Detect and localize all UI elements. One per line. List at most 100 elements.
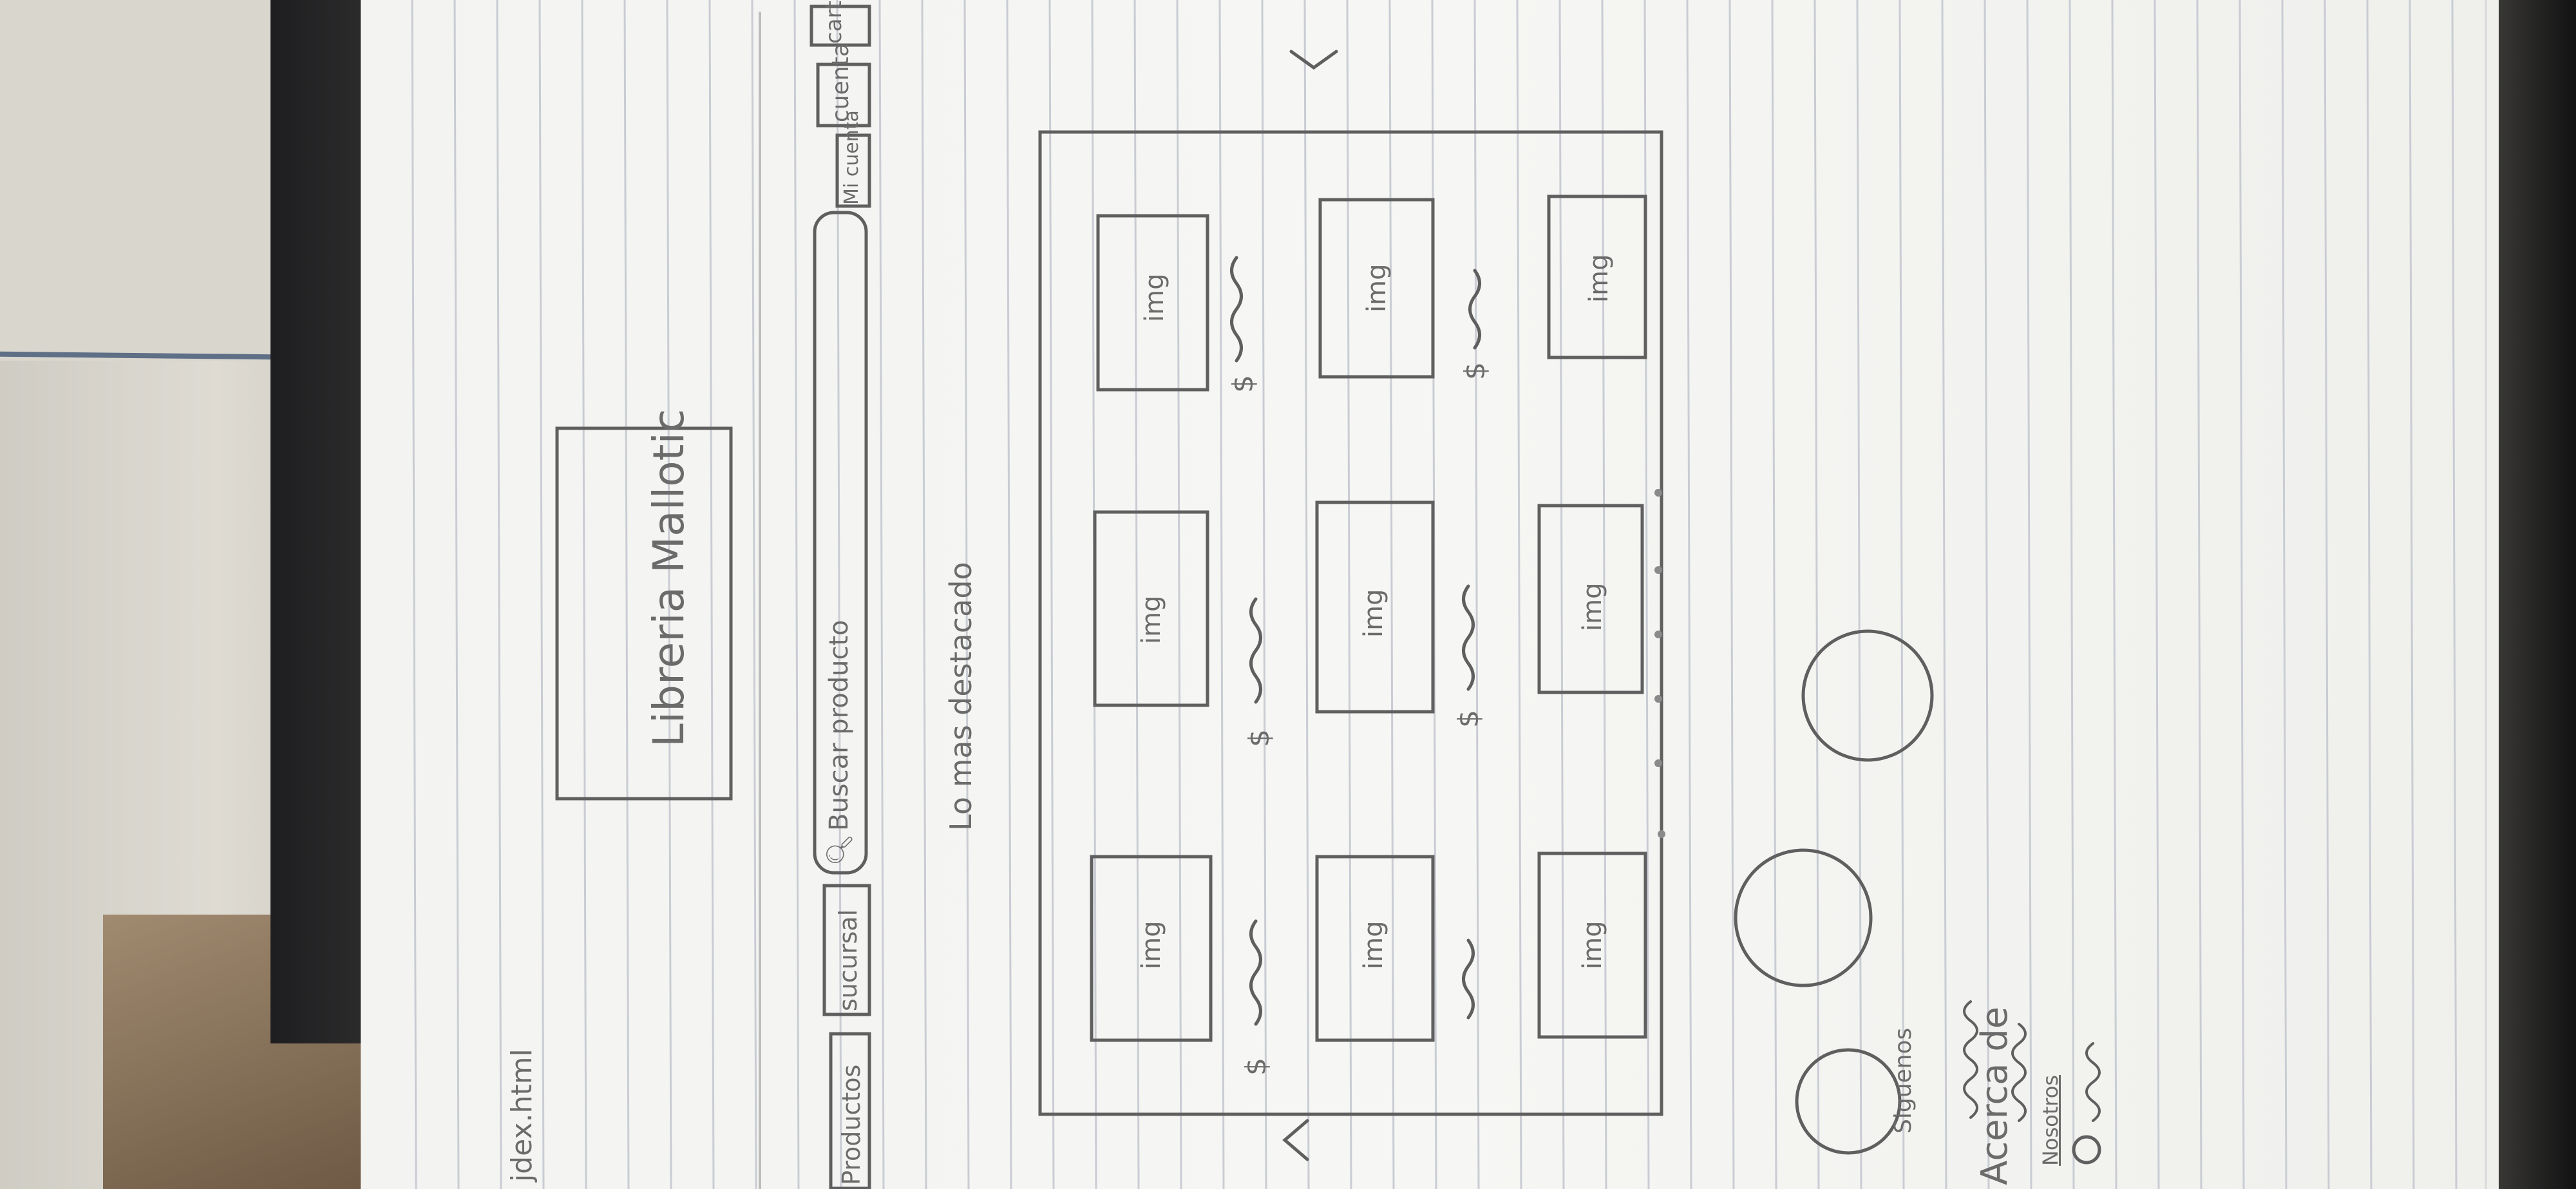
price-scribble (1468, 269, 1481, 350)
ruled-line (1261, 0, 1267, 1189)
ruled-line (2451, 0, 2458, 1189)
carousel-prev-icon (1282, 1119, 1309, 1161)
ruled-line (1601, 0, 1607, 1189)
nav-mi-cuenta[interactable]: Mi cuenta (840, 110, 863, 205)
ruled-line (751, 0, 757, 1189)
ruled-line (793, 0, 800, 1189)
search-icon[interactable]: 🔍︎ (825, 833, 855, 866)
ruled-line (1346, 0, 1352, 1189)
nav-sucursal[interactable]: sucursal (834, 909, 862, 1011)
featured-title: Lo mas destacado (943, 562, 978, 831)
search-box (813, 211, 868, 875)
price-scribble (1249, 597, 1262, 704)
about-icon (2072, 1135, 2101, 1165)
social-circle-1 (1795, 1048, 1902, 1155)
about-link[interactable]: Nosotros (2038, 1074, 2063, 1166)
ruled-line (1984, 0, 1990, 1189)
social-circle-3 (1801, 629, 1934, 762)
price-scribble (1462, 584, 1475, 691)
ruled-line (1006, 0, 1012, 1189)
nav-cuenta-box (816, 62, 871, 128)
price-symbol: $ (1452, 710, 1485, 728)
ruled-line (1728, 0, 1735, 1189)
ruled-line (878, 0, 885, 1189)
nav-cart[interactable]: cart (821, 1, 847, 44)
product-card (1090, 855, 1213, 1042)
product-img-label: img (1584, 254, 1614, 303)
corner-note: jdex.html (506, 1049, 538, 1182)
ruled-line (2069, 0, 2075, 1189)
featured-frame (1038, 130, 1663, 1116)
ruled-line (921, 0, 927, 1189)
ruled-line (1686, 0, 1692, 1189)
ruled-line (1941, 0, 1947, 1189)
ruled-line (666, 0, 672, 1189)
social-circle-2 (1734, 848, 1873, 987)
ruled-line (496, 0, 502, 1189)
product-img-label: img (1359, 920, 1388, 969)
ruled-line (2324, 0, 2330, 1189)
about-title: Acerca de (1974, 1006, 2016, 1185)
product-img-label: img (1362, 263, 1392, 312)
about-scribble (2011, 1023, 2027, 1122)
ruled-line (2111, 0, 2117, 1189)
background-laptop-edge (270, 0, 367, 1043)
product-img-label: img (1140, 273, 1170, 322)
product-img-label: img (1359, 589, 1388, 638)
ruled-line (1856, 0, 1862, 1189)
ruled-line (1558, 0, 1565, 1189)
ruled-line (581, 0, 587, 1189)
ruled-line (1303, 0, 1310, 1189)
nav-sucursal-box (822, 884, 871, 1016)
about-scribble (1963, 1000, 1978, 1119)
ruled-line (1048, 0, 1055, 1189)
price-symbol: $ (1243, 729, 1276, 747)
carousel-dots (1654, 489, 1665, 838)
product-img-label: img (1578, 582, 1607, 631)
product-card (1096, 214, 1209, 392)
price-symbol: $ (1459, 362, 1492, 380)
header-logo-box (555, 426, 733, 801)
ruled-line (2196, 0, 2202, 1189)
ruled-line (1814, 0, 1820, 1189)
ruled-line (538, 0, 545, 1189)
header-logo-text: Libreria Mallotic (644, 408, 694, 747)
ruled-line (1176, 0, 1182, 1189)
ruled-line (708, 0, 715, 1189)
ruled-line (2026, 0, 2032, 1189)
nav-micuenta-box (835, 133, 871, 208)
nav-cuenta[interactable]: cuenta (828, 43, 854, 122)
price-scribble (1249, 919, 1262, 1026)
ruled-line (1473, 0, 1480, 1189)
ruled-line (2281, 0, 2287, 1189)
about-scribble (2085, 1042, 2101, 1122)
nav-productos[interactable]: Productos (837, 1064, 866, 1185)
product-card (1318, 198, 1435, 379)
product-card (1547, 195, 1647, 359)
product-card (1315, 855, 1435, 1042)
product-card (1537, 851, 1647, 1039)
product-img-label: img (1137, 920, 1166, 969)
social-title: Siguenos (1890, 1027, 1917, 1134)
nav-cart-box (810, 5, 871, 47)
ruled-line (2409, 0, 2415, 1189)
price-scribble (1230, 256, 1243, 363)
ruled-line (1899, 0, 1905, 1189)
ruled-line (1516, 0, 1522, 1189)
ruled-line (1771, 0, 1777, 1189)
ruled-line (623, 0, 630, 1189)
product-card (1537, 504, 1644, 694)
ruled-line (1218, 0, 1225, 1189)
ruled-line (1133, 0, 1140, 1189)
product-img-label: img (1137, 595, 1166, 644)
ruled-line (453, 0, 460, 1189)
background-dark-right (2492, 0, 2576, 1189)
ruled-lines (411, 0, 2458, 1189)
product-card (1315, 500, 1435, 714)
price-scribble (1462, 938, 1475, 1020)
carousel-next-icon (1289, 50, 1338, 70)
price-symbol: $ (1227, 375, 1260, 393)
search-label[interactable]: Buscar producto (824, 620, 854, 831)
